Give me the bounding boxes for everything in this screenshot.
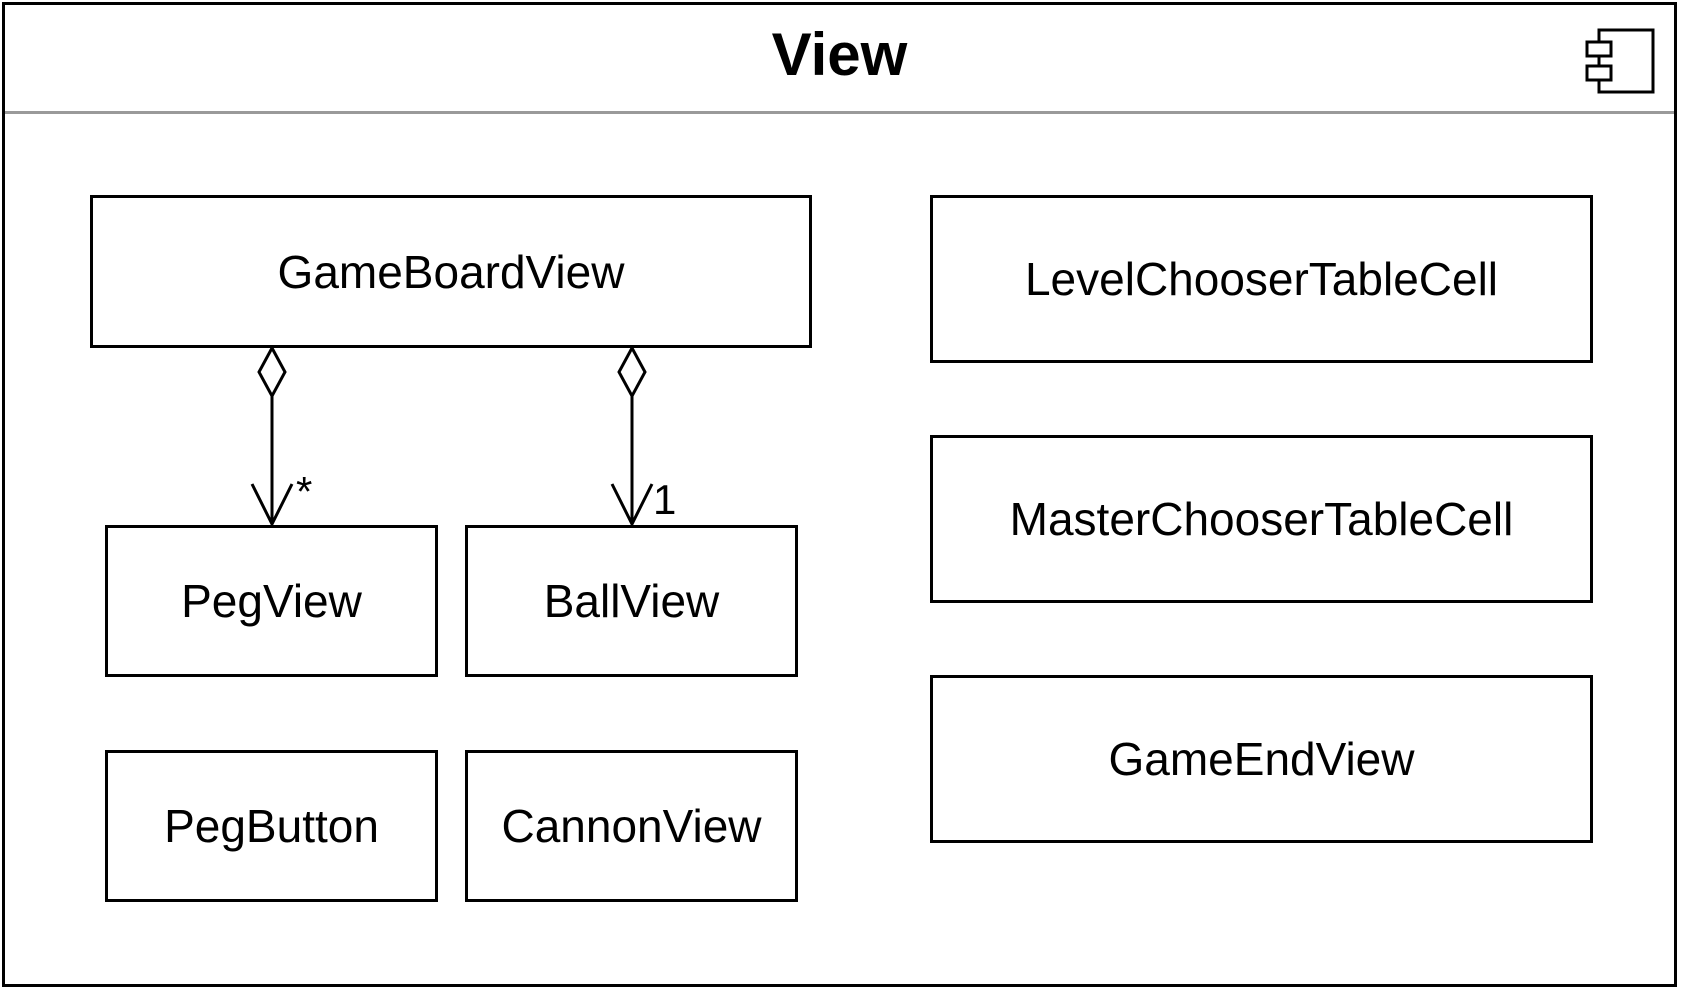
class-cannon-view[interactable]: CannonView bbox=[465, 750, 798, 902]
class-name-master-chooser-table-cell: MasterChooserTableCell bbox=[1009, 493, 1514, 545]
class-name-ball-view: BallView bbox=[543, 575, 720, 627]
component-title: View bbox=[771, 21, 908, 88]
class-name-peg-view: PegView bbox=[181, 575, 362, 627]
class-peg-button[interactable]: PegButton bbox=[105, 750, 438, 902]
class-level-chooser-table-cell[interactable]: LevelChooserTableCell bbox=[930, 195, 1593, 363]
class-game-board-view[interactable]: GameBoardView bbox=[90, 195, 812, 348]
class-ball-view[interactable]: BallView bbox=[465, 525, 798, 677]
class-name-level-chooser-table-cell: LevelChooserTableCell bbox=[1024, 253, 1499, 305]
class-name-cannon-view: CannonView bbox=[501, 800, 762, 852]
class-peg-view[interactable]: PegView bbox=[105, 525, 438, 677]
component-header: View bbox=[5, 5, 1674, 114]
uml-component-icon bbox=[1585, 28, 1655, 94]
class-name-game-end-view: GameEndView bbox=[1108, 733, 1415, 785]
class-name-peg-button: PegButton bbox=[164, 800, 379, 852]
class-master-chooser-table-cell[interactable]: MasterChooserTableCell bbox=[930, 435, 1593, 603]
class-game-end-view[interactable]: GameEndView bbox=[930, 675, 1593, 843]
class-name-game-board-view: GameBoardView bbox=[277, 245, 625, 298]
